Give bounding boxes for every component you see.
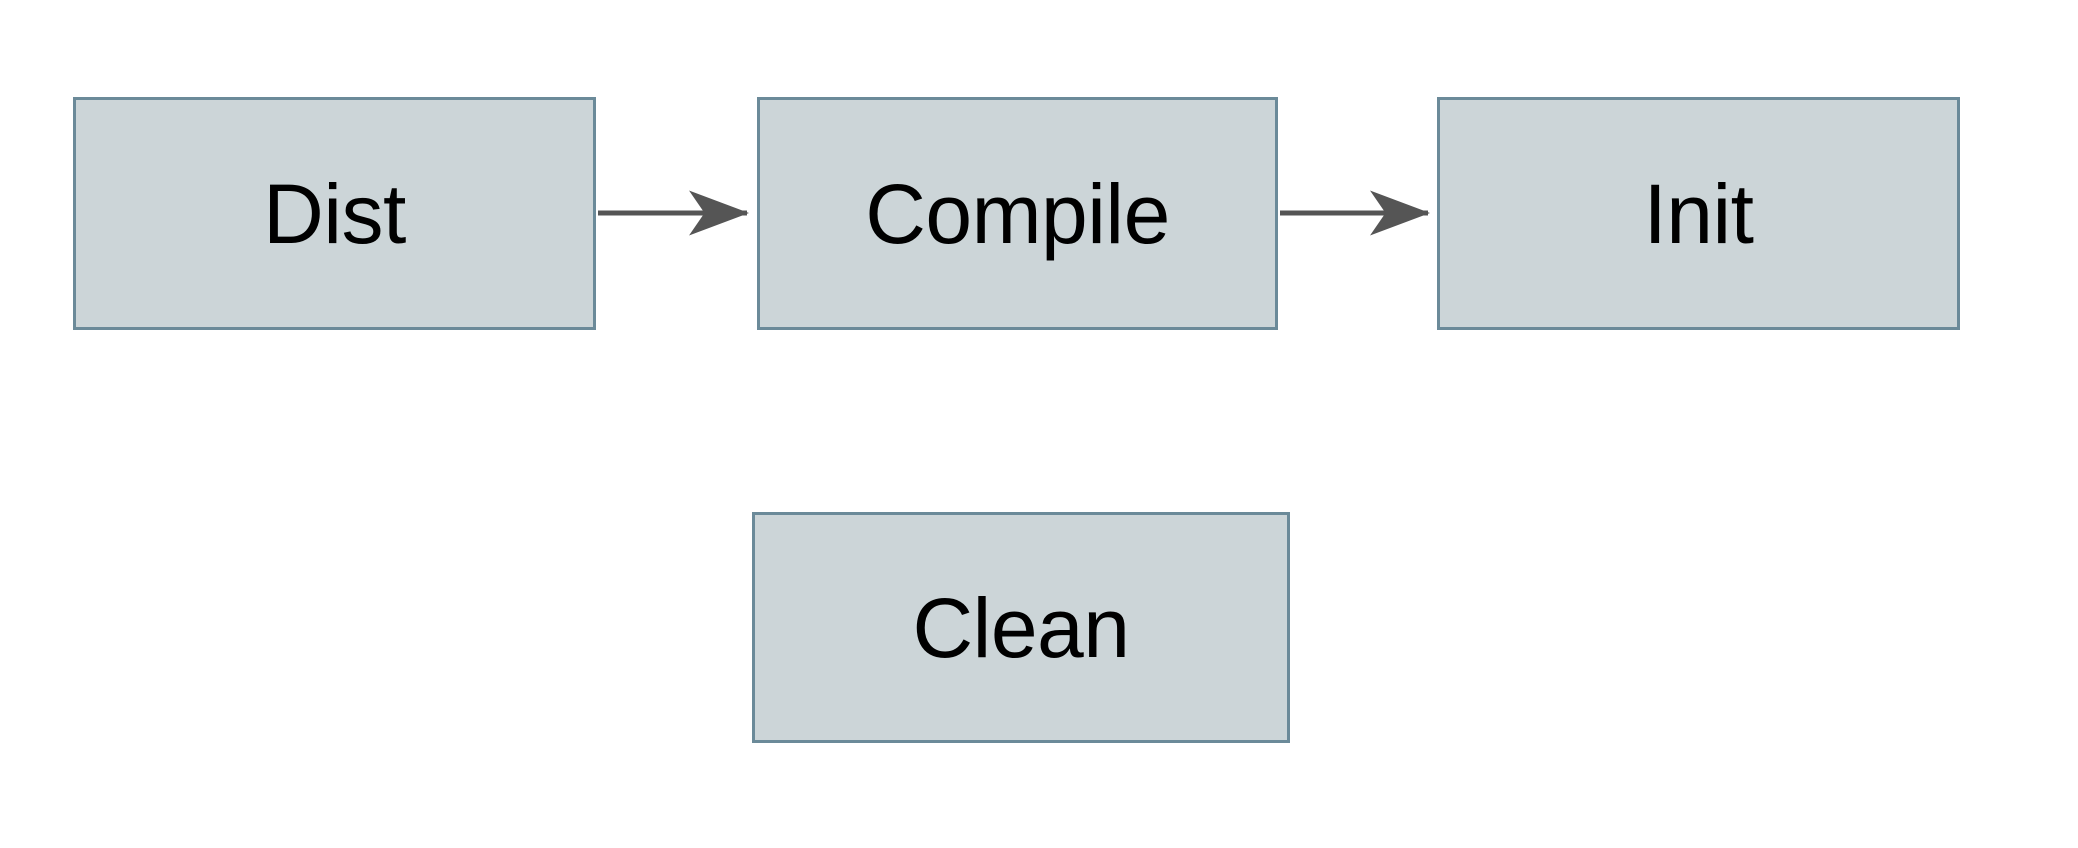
node-compile-label: Compile [865, 166, 1170, 261]
edge-dist-to-compile-hitarea[interactable] [598, 191, 750, 235]
node-dist-label: Dist [263, 166, 406, 261]
edge-compile-to-init-hitarea[interactable] [1280, 191, 1432, 235]
node-dist[interactable]: Dist [73, 97, 596, 330]
node-clean-label: Clean [912, 580, 1130, 675]
node-compile[interactable]: Compile [757, 97, 1278, 330]
node-init[interactable]: Init [1437, 97, 1960, 330]
node-init-label: Init [1643, 166, 1754, 261]
node-clean[interactable]: Clean [752, 512, 1290, 743]
